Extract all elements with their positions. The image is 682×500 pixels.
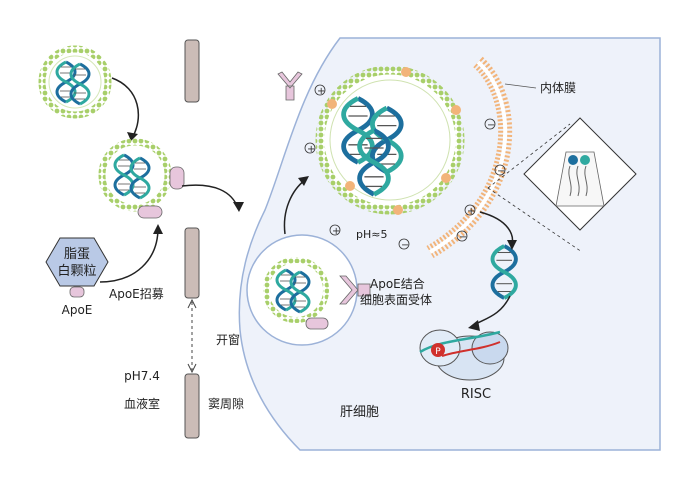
endosome-ph-label: pH≈5 — [356, 228, 387, 241]
endothelial-wall-middle — [184, 227, 200, 299]
lipoprotein-label-line1: 脂蛋 — [64, 247, 90, 262]
blood-ph-label: pH7.4 — [124, 369, 160, 383]
phosphate-mark: P — [435, 347, 441, 357]
arrow-to-apoe-coated-lnp — [111, 77, 140, 139]
svg-text:+: + — [467, 206, 475, 217]
svg-text:−: − — [459, 232, 467, 243]
svg-text:−: − — [497, 166, 505, 177]
fenestration-label: 开窗 — [216, 333, 240, 347]
svg-text:+: + — [332, 226, 340, 237]
receptor-label-line2: 细胞表面受体 — [360, 293, 432, 307]
sinusoid-label: 窦周隙 — [208, 397, 244, 411]
svg-text:−: − — [401, 240, 409, 251]
membrane-zoom-inset — [487, 117, 637, 253]
endothelial-wall-bottom — [184, 373, 200, 439]
endothelial-wall-top — [184, 39, 200, 103]
receptor-binding-inset — [246, 234, 371, 346]
receptor-label-line1: ApoE结合 — [370, 276, 425, 291]
risc-label: RISC — [461, 387, 491, 402]
svg-text:−: − — [487, 120, 495, 131]
lipid-nanoparticle-circulating — [38, 45, 112, 119]
risc-complex: P — [419, 329, 509, 381]
svg-text:+: + — [317, 86, 325, 97]
endosome-membrane-label: 内体膜 — [540, 81, 576, 95]
apoe-recruitment-label: ApoE招募 — [109, 287, 164, 301]
lipoprotein-label-line2: 白颗粒 — [57, 263, 96, 279]
surface-receptor — [277, 71, 303, 101]
lipoprotein-particle: 脂蛋 白颗粒 — [45, 237, 109, 298]
hepatocyte-label: 肝细胞 — [340, 405, 379, 420]
arrow-through-fenestration — [181, 184, 239, 209]
endosome-lipid-nanoparticle — [315, 65, 465, 215]
blood-compartment-label: 血液室 — [124, 396, 160, 411]
svg-text:+: + — [307, 144, 315, 155]
arrow-apoe-recruitment — [99, 227, 159, 283]
charge-symbols: + + + + − − − − — [304, 84, 506, 251]
apoe-label: ApoE — [62, 303, 93, 317]
lipid-nanoparticle-apoe-coated — [98, 138, 185, 219]
